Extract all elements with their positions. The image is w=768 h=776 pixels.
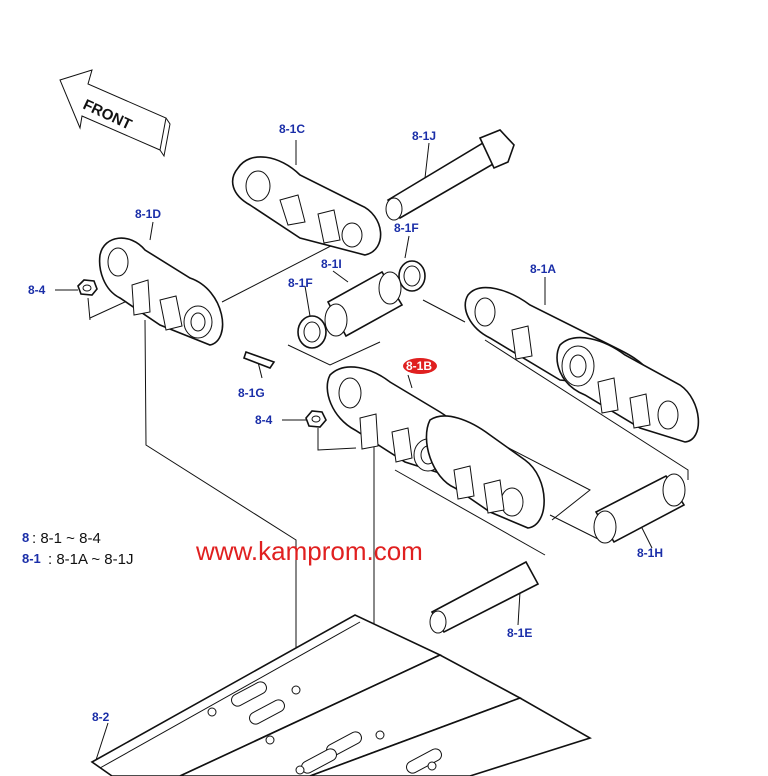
nut-8-4-mid xyxy=(305,410,327,428)
label-8-1D: 8-1D xyxy=(135,207,161,221)
legend-value-1: : 8-1 ~ 8-4 xyxy=(32,530,101,547)
clip-8-1G xyxy=(242,350,276,369)
track-shoe-8-2 xyxy=(90,614,592,776)
highlight-8-1B: 8-1B xyxy=(403,358,437,374)
nut-8-4-top xyxy=(77,279,98,296)
label-8-1E: 8-1E xyxy=(507,626,532,640)
bushing-8-1H xyxy=(593,473,686,544)
label-8-1H: 8-1H xyxy=(637,546,663,560)
watermark-text: www.kamprom.com xyxy=(195,536,423,566)
pin-8-1E xyxy=(429,560,540,634)
link-8-1B xyxy=(326,366,545,529)
legend: 8 : 8-1 ~ 8-4 8-1 : 8-1A ~ 8-1J xyxy=(22,530,133,568)
link-8-1C xyxy=(231,156,382,256)
pin-8-1J xyxy=(385,129,515,221)
label-8-4-top: 8-4 xyxy=(28,283,46,297)
label-8-1I: 8-1I xyxy=(321,257,342,271)
seal-8-1F-top xyxy=(398,260,426,292)
label-8-1A: 8-1A xyxy=(530,262,556,276)
legend-key-2: 8-1 xyxy=(22,551,41,566)
label-8-2: 8-2 xyxy=(92,710,110,724)
label-8-1F-left: 8-1F xyxy=(288,276,313,290)
link-8-1D xyxy=(98,237,224,346)
label-8-4-mid: 8-4 xyxy=(255,413,273,427)
link-8-1A xyxy=(464,286,700,443)
seal-8-1F-left xyxy=(297,315,327,349)
front-arrow-icon: FRONT xyxy=(59,69,171,158)
legend-value-2: : 8-1A ~ 8-1J xyxy=(48,551,133,568)
legend-key-1: 8 xyxy=(22,530,29,545)
label-8-1B: 8-1B xyxy=(406,359,432,373)
label-8-1J: 8-1J xyxy=(412,129,436,143)
bushing-8-1I xyxy=(324,270,404,338)
label-8-1C: 8-1C xyxy=(279,122,305,136)
label-8-1F-top: 8-1F xyxy=(394,221,419,235)
label-8-1G: 8-1G xyxy=(238,386,265,400)
